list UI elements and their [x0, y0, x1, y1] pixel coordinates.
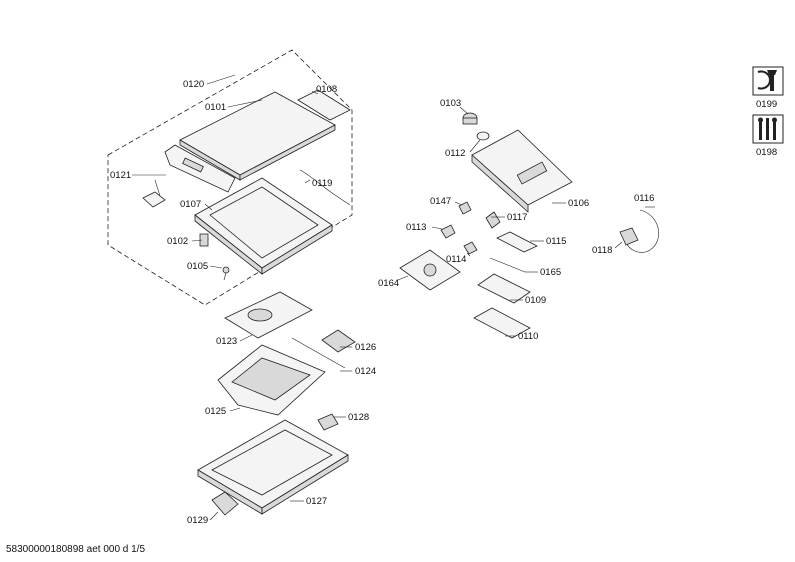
- label-0105: 0105: [187, 261, 208, 272]
- label-0101: 0101: [205, 102, 226, 113]
- part-0117-switch[interactable]: [485, 211, 501, 229]
- label-0147: 0147: [430, 196, 451, 207]
- part-base-frame[interactable]: [197, 419, 349, 515]
- label-0198: 0198: [756, 147, 777, 158]
- label-0102: 0102: [167, 236, 188, 247]
- label-0120: 0120: [183, 79, 204, 90]
- part-screw[interactable]: [222, 266, 230, 281]
- label-0117: 0117: [507, 212, 527, 223]
- part-tub-cover[interactable]: [217, 344, 326, 416]
- part-knob[interactable]: [462, 112, 478, 125]
- part-wire[interactable]: [299, 169, 351, 206]
- part-0165-cable[interactable]: [489, 257, 526, 273]
- part-strip[interactable]: [297, 89, 351, 121]
- part-handle[interactable]: [164, 144, 236, 193]
- label-0119: 0119: [312, 178, 332, 189]
- assembly-group-outline: [107, 49, 353, 306]
- part-control-panel[interactable]: [471, 129, 573, 213]
- part-top-frame[interactable]: [194, 177, 333, 275]
- part-0115-connector[interactable]: [496, 231, 538, 253]
- part-block[interactable]: [211, 491, 239, 516]
- label-0129: 0129: [187, 515, 208, 526]
- part-0164-module[interactable]: [399, 249, 461, 291]
- label-0106: 0106: [568, 198, 589, 209]
- document-id-footer: 58300000180898 aet 000 d 1/5: [6, 544, 146, 555]
- label-0199: 0199: [756, 99, 777, 110]
- label-0118: 0118: [592, 245, 612, 256]
- label-0114: 0114: [446, 254, 466, 265]
- tool-set-icon[interactable]: [752, 114, 784, 144]
- label-0125: 0125: [205, 406, 226, 417]
- label-0107: 0107: [180, 199, 201, 210]
- part-0110-board[interactable]: [473, 307, 531, 339]
- label-0103: 0103: [440, 98, 461, 109]
- label-0110: 0110: [518, 331, 538, 342]
- part-lid[interactable]: [179, 91, 336, 181]
- part-ring[interactable]: [476, 131, 490, 141]
- part-bracket[interactable]: [317, 413, 339, 431]
- label-0121: 0121: [110, 170, 131, 181]
- part-pad[interactable]: [321, 329, 356, 353]
- label-0165: 0165: [540, 267, 561, 278]
- part-0113-sensor[interactable]: [440, 224, 456, 239]
- label-0127: 0127: [306, 496, 327, 507]
- part-0116-power-cord[interactable]: [619, 209, 659, 253]
- label-0108: 0108: [316, 84, 337, 95]
- label-0112: 0112: [445, 148, 465, 159]
- part-handle-clip[interactable]: [142, 179, 166, 208]
- label-0128: 0128: [348, 412, 369, 423]
- part-0109-board[interactable]: [477, 273, 531, 304]
- label-0164: 0164: [378, 278, 399, 289]
- label-0124: 0124: [355, 366, 376, 377]
- label-0123: 0123: [216, 336, 237, 347]
- label-0109: 0109: [525, 295, 546, 306]
- leader-lines: [132, 74, 655, 521]
- part-0114-clip[interactable]: [463, 241, 478, 255]
- wrench-repair-icon[interactable]: [752, 66, 784, 96]
- part-cover-plate[interactable]: [224, 291, 313, 339]
- label-0126: 0126: [355, 342, 376, 353]
- part-0147-clip[interactable]: [458, 201, 472, 215]
- part-rod[interactable]: [291, 337, 346, 369]
- label-0115: 0115: [546, 236, 566, 247]
- label-0116: 0116: [634, 193, 654, 204]
- label-0113: 0113: [406, 222, 426, 233]
